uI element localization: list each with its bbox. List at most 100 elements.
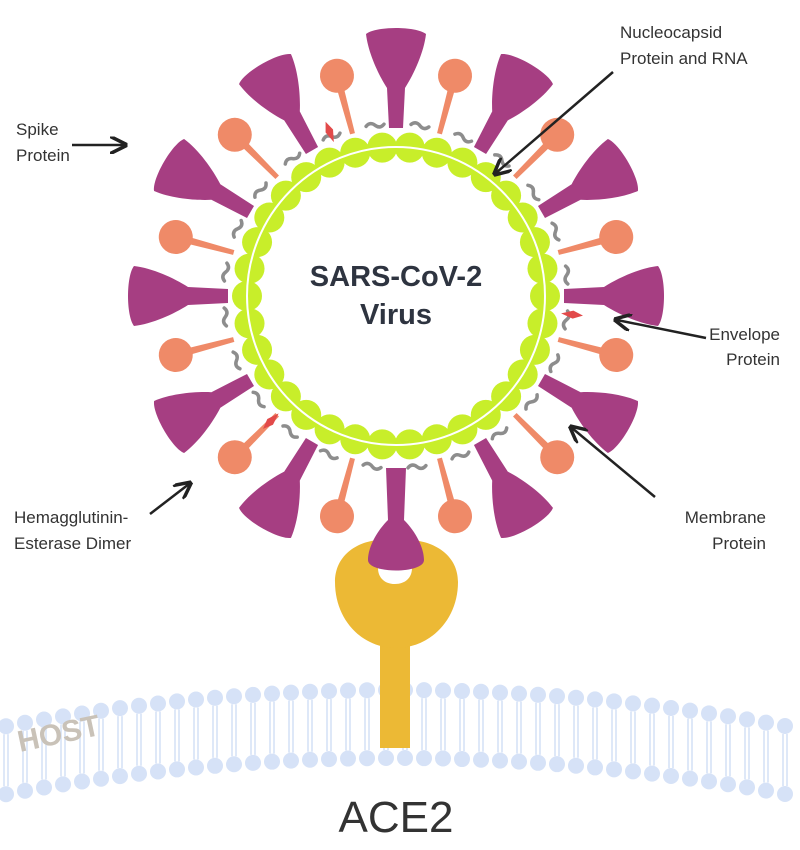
lipid-head: [720, 708, 736, 725]
lipid-head: [720, 776, 736, 793]
spike-protein: [366, 28, 426, 128]
lipid-head: [587, 759, 603, 776]
spike-protein: [473, 54, 553, 155]
spike-protein: [564, 266, 664, 326]
hemagglutinin-esterase-dimer: [217, 117, 279, 179]
envelope-protein: [325, 121, 334, 143]
lipid-head: [283, 752, 299, 769]
lipid-head: [74, 705, 90, 722]
lipid-head: [283, 684, 299, 701]
lipid-head: [74, 773, 90, 790]
lipid-head: [93, 702, 109, 719]
membrane-protein: [524, 393, 539, 411]
membrane-protein-label-line-2: Protein: [712, 534, 766, 553]
lipid-head: [777, 718, 793, 735]
spike-protein: [239, 437, 319, 538]
membrane-protein: [283, 151, 302, 166]
virus-title-line-2: Virus: [360, 299, 432, 331]
lipid-head: [492, 684, 508, 701]
hemagglutinin-esterase-dimer: [437, 457, 473, 534]
lipid-head: [36, 711, 52, 728]
membrane-protein: [450, 450, 471, 461]
lipid-head: [587, 691, 603, 708]
membrane-protein: [251, 390, 266, 409]
bound-spike-protein: [368, 468, 424, 571]
spike-protein: [128, 266, 228, 326]
he-stalk: [513, 140, 552, 179]
he-head: [540, 440, 575, 475]
lipid-head: [511, 685, 527, 702]
lipid-head: [606, 761, 622, 778]
lipid-head: [625, 695, 641, 712]
lipid-head: [131, 765, 147, 782]
he-stalk: [437, 457, 456, 506]
lipid-head: [549, 756, 565, 773]
lipid-head: [359, 750, 375, 767]
ace2-receptor-stalk: [380, 640, 410, 748]
he-head: [438, 499, 473, 534]
lipid-head: [321, 683, 337, 700]
lipid-head: [777, 786, 793, 803]
lipid-head: [378, 750, 394, 767]
lipid-head: [302, 751, 318, 768]
lipid-head: [511, 753, 527, 770]
he-stalk: [186, 236, 235, 255]
spike-proteins: [128, 28, 664, 538]
membrane-protein: [409, 121, 431, 131]
lipid-head: [492, 752, 508, 769]
he-head: [217, 440, 252, 475]
lipid-head: [739, 711, 755, 728]
nucleocapsid-arrow: [496, 71, 614, 173]
ace2-receptor: [335, 540, 458, 748]
spike-protein: [154, 139, 255, 219]
he-head: [158, 219, 193, 254]
lipid-head: [207, 757, 223, 774]
he-head: [158, 338, 193, 373]
lipid-head: [530, 686, 546, 703]
membrane-protein-arrow: [572, 428, 656, 498]
he-stalk: [186, 337, 235, 356]
membrane-protein: [281, 424, 299, 439]
lipid-head: [682, 770, 698, 787]
lipid-head: [55, 708, 71, 725]
lipid-head: [17, 782, 33, 799]
he-head: [319, 499, 354, 534]
hemagglutinin-esterase-dimer: [513, 117, 575, 179]
membrane-protein: [221, 306, 229, 328]
he-head: [217, 117, 252, 152]
ace2-label: ACE2: [339, 793, 454, 842]
lipid-head: [606, 693, 622, 710]
lipid-head: [302, 683, 318, 700]
membrane-protein: [318, 448, 339, 461]
spike-protein-label-line-2: Protein: [16, 146, 70, 165]
spike-protein-label-line-1: Spike: [16, 120, 59, 139]
lipid-head: [568, 689, 584, 706]
he-stalk: [336, 457, 355, 506]
hemagglutinin-label-line-1: Hemagglutinin-: [14, 508, 128, 527]
lipid-head: [701, 773, 717, 790]
lipid-head: [758, 714, 774, 731]
hemagglutinin-label-line-2: Esterase Dimer: [14, 534, 131, 553]
membrane-proteins: [221, 121, 571, 471]
lipid-head: [454, 683, 470, 700]
spike-protein: [473, 437, 553, 538]
lipid-head: [663, 700, 679, 717]
envelope-protein-label-line-2: Protein: [726, 350, 780, 369]
envelope-protein-label-line-1: Envelope: [709, 325, 780, 344]
spike-protein: [537, 373, 638, 453]
lipid-head: [226, 688, 242, 705]
lipid-head: [340, 750, 356, 767]
he-stalk: [437, 86, 456, 135]
membrane-protein: [453, 131, 474, 144]
envelope-protein-arrow: [617, 320, 707, 340]
lipid-head: [188, 691, 204, 708]
virus-title-line-1: SARS-CoV-2: [310, 261, 482, 293]
nucleocapsid-rna-strand: [246, 146, 546, 446]
lipid-head: [55, 776, 71, 793]
hemagglutinin-esterase-dimer: [319, 457, 355, 534]
lipid-head: [454, 751, 470, 768]
lipid-head: [530, 754, 546, 771]
nucleocapsid-label-line-2: Protein and RNA: [620, 49, 748, 68]
he-stalk: [240, 140, 279, 179]
